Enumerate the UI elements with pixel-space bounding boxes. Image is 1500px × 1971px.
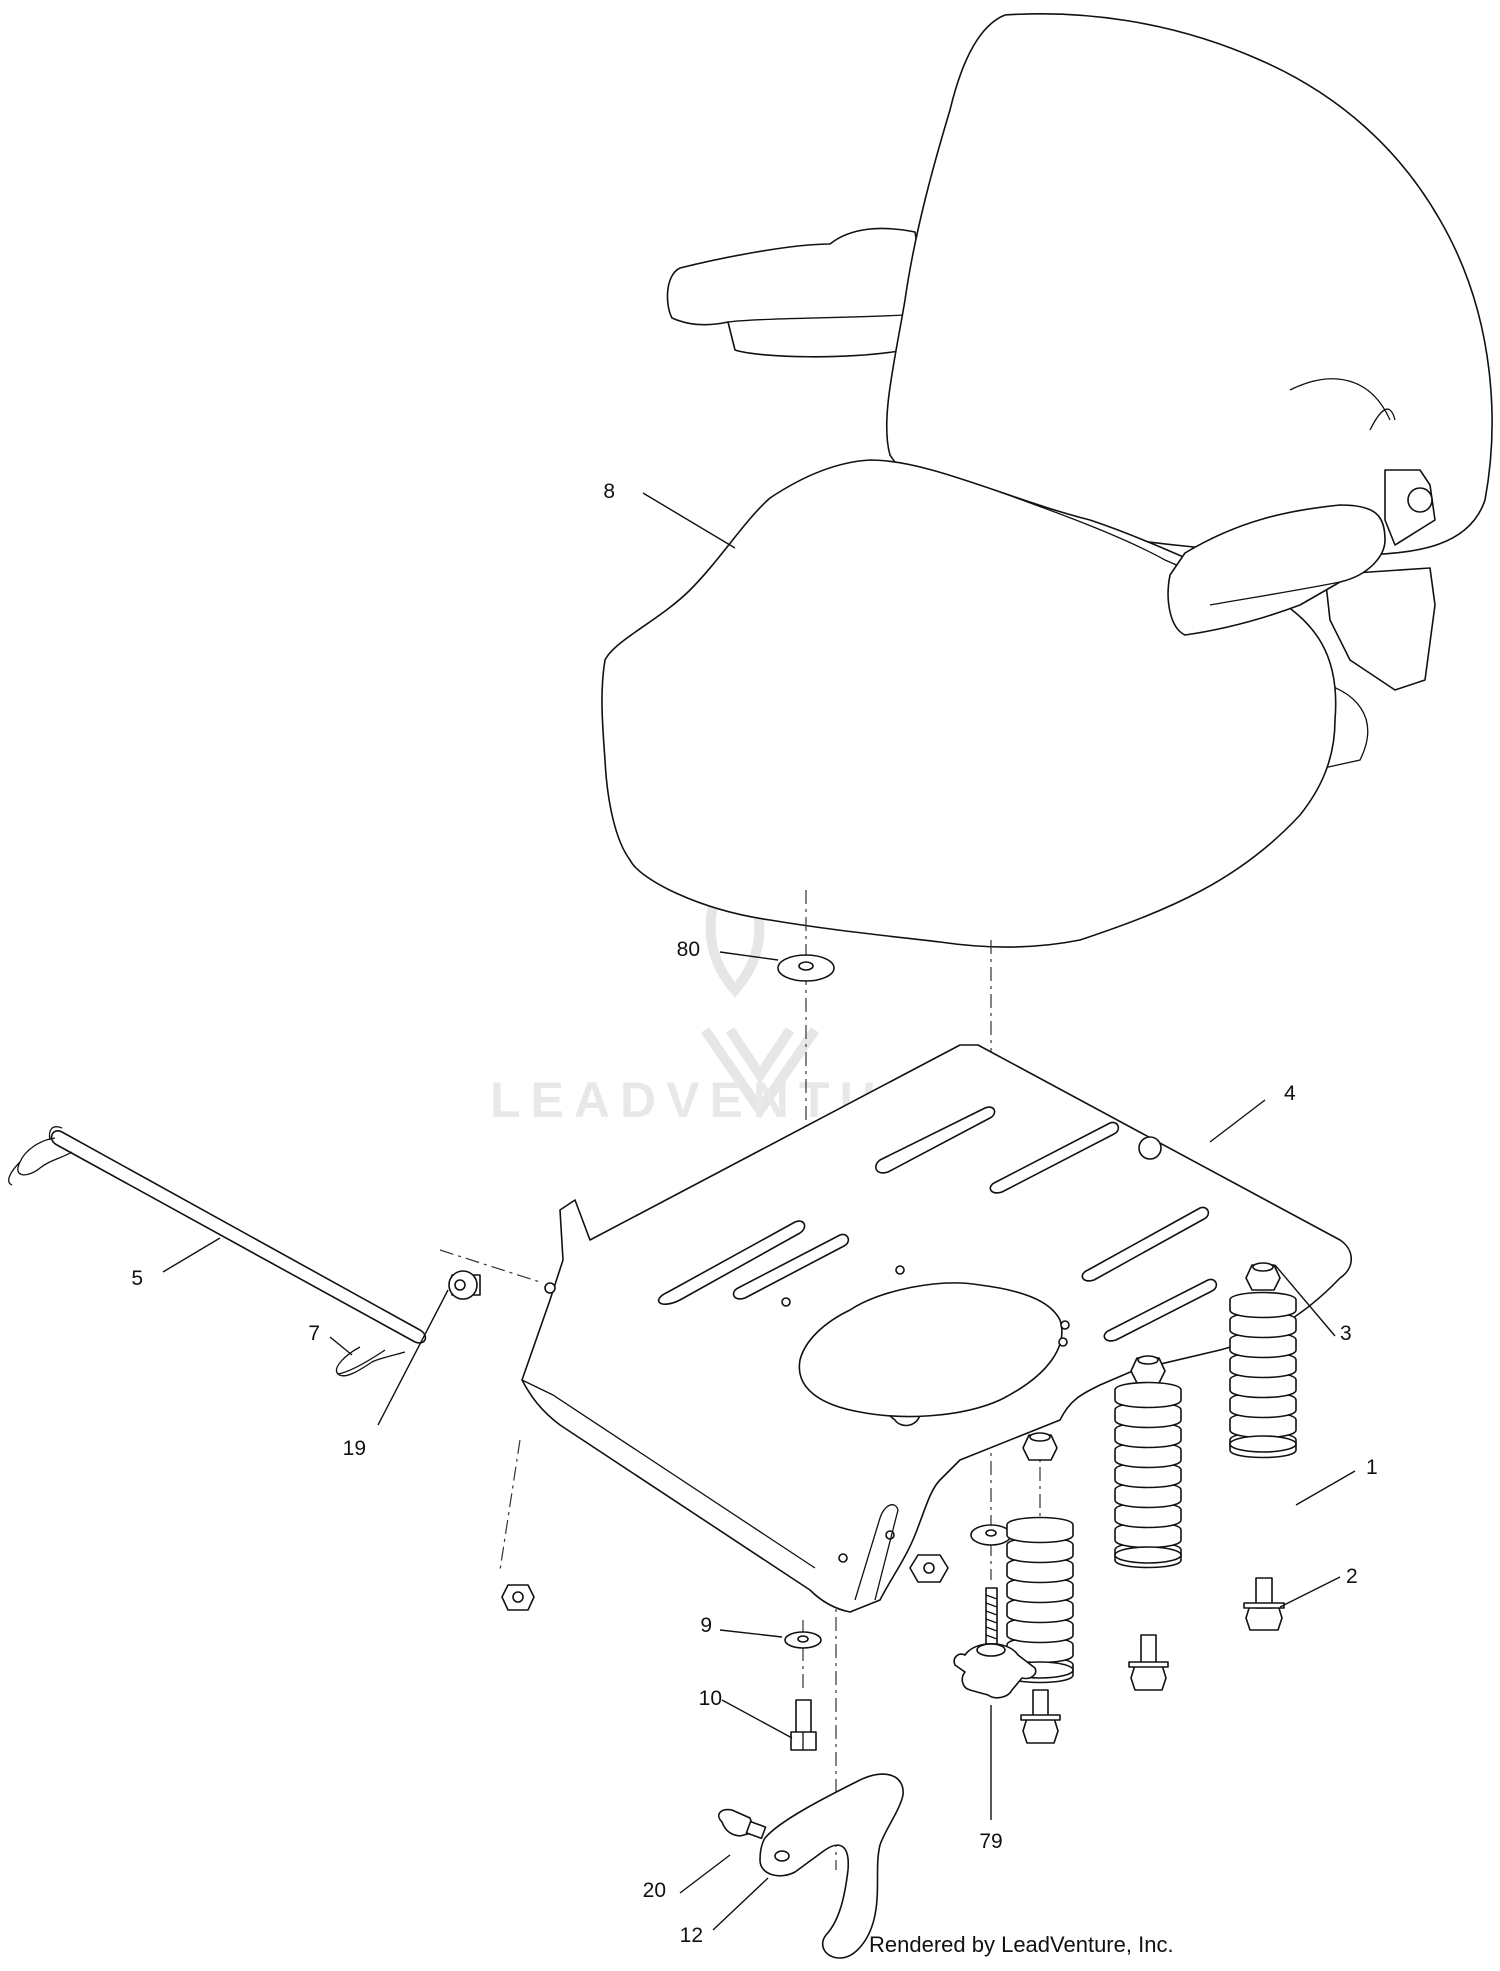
shoulder-bolt-20: [718, 1808, 767, 1840]
callout-12: 12: [680, 1924, 703, 1947]
callout-20: 20: [643, 1879, 666, 1902]
callout-2: 2: [1346, 1565, 1358, 1588]
callout-80: 80: [677, 938, 700, 961]
clevis-pin: [448, 1270, 481, 1300]
washer-80: [777, 954, 835, 982]
spring-right-coils: [1229, 1291, 1297, 1459]
callout-9: 9: [700, 1614, 712, 1637]
render-credit: Rendered by LeadVenture, Inc.: [869, 1932, 1174, 1957]
washer-9: [784, 1631, 822, 1649]
locknut-plate: [909, 1554, 949, 1583]
callouts: 8 80 4 5 7 19 3 1 2 9 10 79 20 12: [131, 480, 1377, 1947]
callout-79: 79: [979, 1830, 1002, 1853]
callout-10: 10: [699, 1687, 722, 1710]
hairpin-clip: [335, 1346, 406, 1377]
seat-latch: [759, 1773, 904, 1959]
callout-19: 19: [343, 1437, 366, 1460]
callout-3: 3: [1340, 1322, 1352, 1345]
washer-plate: [970, 1524, 1012, 1546]
pivot-rod: [8, 1126, 427, 1344]
spring-assembly-center: [1114, 1355, 1182, 1691]
spring-assembly-right: [1229, 1262, 1297, 1631]
callout-8: 8: [603, 480, 615, 503]
adjustment-knob: [953, 1587, 1037, 1699]
callout-4: 4: [1284, 1082, 1296, 1105]
seat-assembly: [601, 13, 1493, 948]
callout-1: 1: [1366, 1456, 1378, 1479]
bolt-10: [790, 1699, 817, 1751]
locknut-left: [501, 1584, 535, 1611]
spring-center-coils: [1114, 1381, 1182, 1569]
seat-mounting-plate: [521, 1044, 1353, 1613]
leader-lines: [162, 492, 1356, 1931]
callout-5: 5: [131, 1267, 143, 1290]
callout-7: 7: [308, 1322, 320, 1345]
